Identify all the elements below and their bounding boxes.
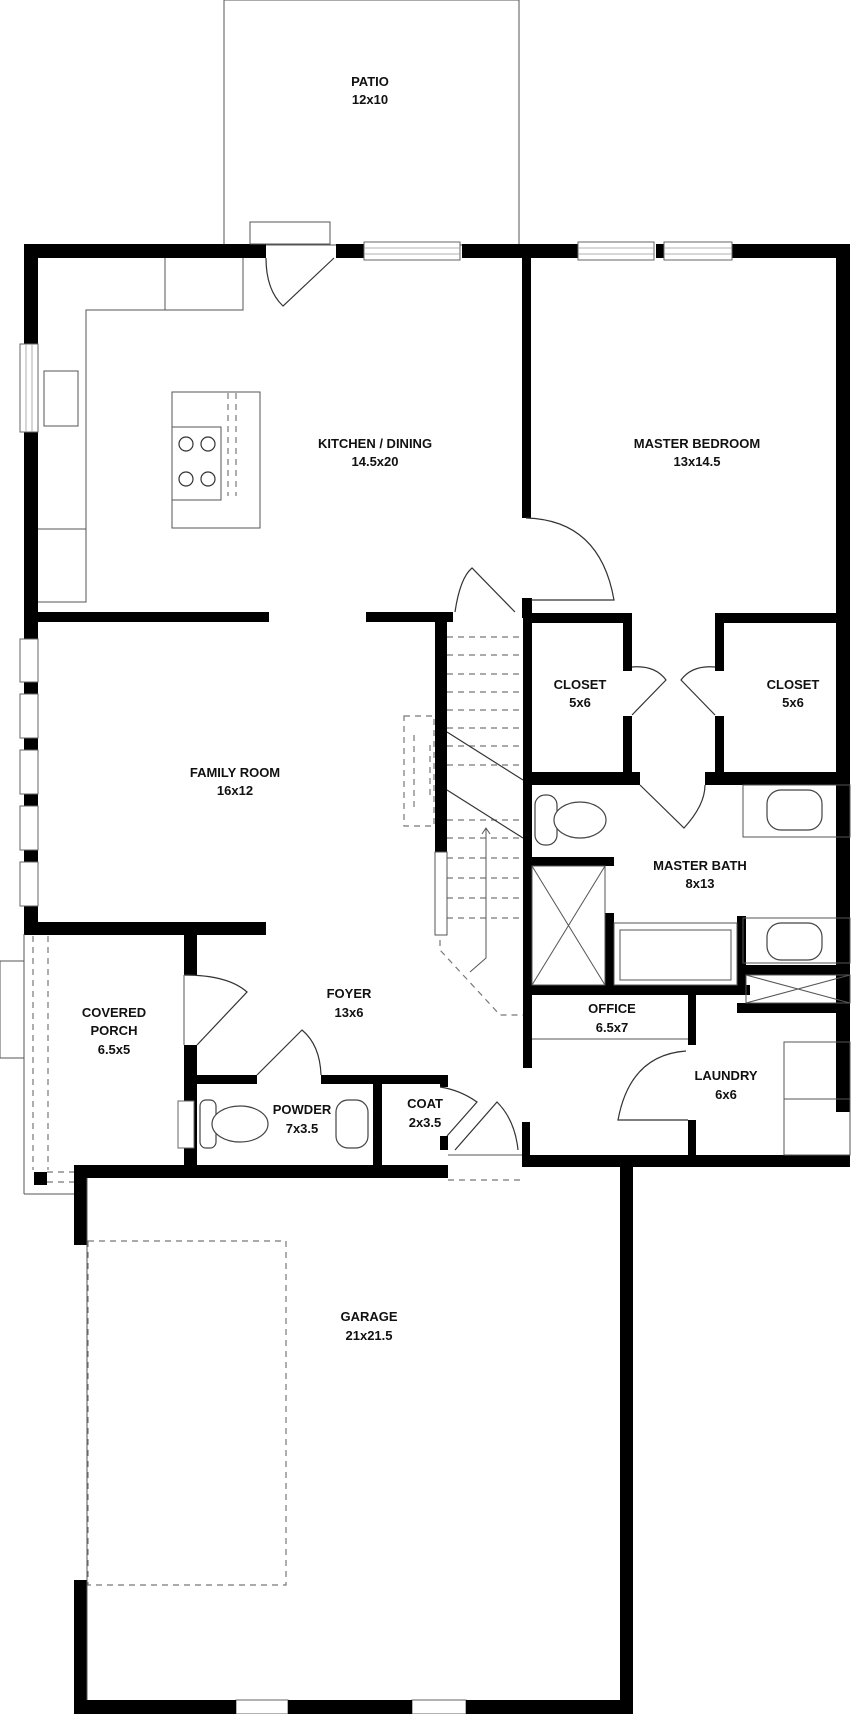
entry-doors (439, 1086, 522, 1181)
master-bedroom-size: 13x14.5 (674, 454, 721, 469)
patio-name: PATIO (351, 74, 389, 89)
bedroom-door (525, 517, 615, 601)
room-labels: PATIO 12x10 KITCHEN / DINING 14.5x20 MAS… (82, 74, 820, 1343)
patio-size: 12x10 (352, 92, 388, 107)
interior-walls (24, 598, 850, 1714)
family-room-name: FAMILY ROOM (190, 765, 280, 780)
coat-size: 2x3.5 (409, 1115, 442, 1130)
closet-right-size: 5x6 (782, 695, 804, 710)
closet-doors (631, 666, 716, 716)
closet-left-name: CLOSET (554, 677, 607, 692)
windows (19, 241, 733, 1714)
patio-outline (223, 0, 520, 246)
office-name: OFFICE (588, 1001, 636, 1016)
closet-left-size: 5x6 (569, 695, 591, 710)
powder-name: POWDER (273, 1102, 332, 1117)
covered-porch-size: 6.5x5 (98, 1042, 131, 1057)
exterior-walls (24, 244, 850, 1112)
kitchen-size: 14.5x20 (352, 454, 399, 469)
master-bath-size: 8x13 (686, 876, 715, 891)
covered-porch-name-1: COVERED (82, 1005, 146, 1020)
kitchen-cabinets (38, 258, 261, 603)
staircase (403, 567, 524, 1016)
coat-name: COAT (407, 1096, 443, 1111)
office-size: 6.5x7 (596, 1020, 629, 1035)
master-bedroom-name: MASTER BEDROOM (634, 436, 760, 451)
foyer-size: 13x6 (335, 1005, 364, 1020)
master-bath-fixtures (531, 784, 851, 1004)
covered-porch (0, 934, 248, 1195)
foyer-name: FOYER (327, 986, 372, 1001)
powder-fixtures (177, 1029, 369, 1149)
garage-size: 21x21.5 (346, 1328, 393, 1343)
garage-car-outline (86, 1178, 287, 1700)
closet-right-name: CLOSET (767, 677, 820, 692)
patio-door (249, 221, 335, 307)
family-room-size: 16x12 (217, 783, 253, 798)
laundry-name: LAUNDRY (694, 1068, 757, 1083)
master-bath-name: MASTER BATH (653, 858, 747, 873)
laundry-size: 6x6 (715, 1087, 737, 1102)
covered-porch-name-2: PORCH (91, 1023, 138, 1038)
kitchen-name: KITCHEN / DINING (318, 436, 432, 451)
garage-name: GARAGE (340, 1309, 397, 1324)
laundry-fixtures (617, 1041, 851, 1156)
powder-size: 7x3.5 (286, 1121, 319, 1136)
